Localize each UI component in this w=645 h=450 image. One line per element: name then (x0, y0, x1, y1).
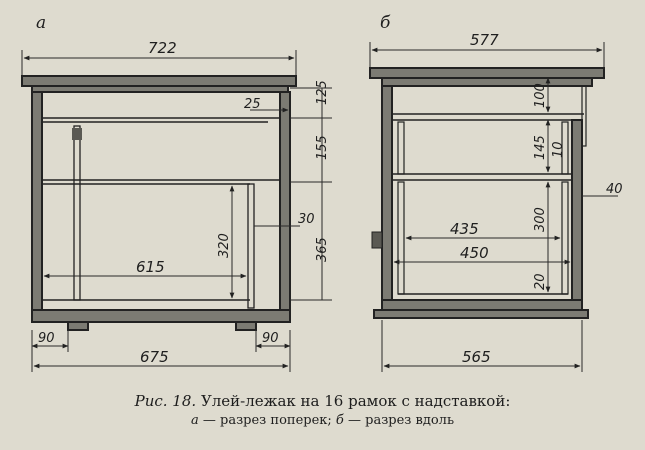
caption-title: Улей-лежак на 16 рамок с надставкой: (200, 392, 511, 410)
caption-sub-b-letter: б (335, 413, 344, 428)
panel-a-roof-inner (31, 85, 289, 93)
caption-legend-line: а — разрез поперек; б — разрез вдоль (0, 413, 645, 428)
svg-text:25: 25 (244, 97, 261, 112)
dim-a-155: 155 (315, 135, 330, 160)
dim-a-365: 365 (315, 237, 330, 262)
dim-b-top-width: 577 (369, 31, 605, 72)
panel-b-roof (369, 67, 605, 79)
figure-caption: Рис. 18. Улей-лежак на 16 рамок с надста… (0, 392, 645, 428)
dim-a-675: 675 (31, 348, 291, 372)
panel-a-left-wall (31, 91, 43, 323)
caption-sub-a-letter: а (190, 413, 199, 428)
dim-a-615: 615 (43, 258, 247, 279)
dim-a-top-width: 722 (21, 39, 297, 80)
panel-b-bottom (381, 299, 583, 311)
dim-b-100: 100 (533, 83, 548, 108)
svg-text:565: 565 (462, 348, 491, 366)
svg-text:435: 435 (450, 220, 479, 238)
svg-text:577: 577 (470, 31, 499, 49)
dim-b-20: 20 (533, 273, 548, 290)
caption-figure-number: Рис. 18. (134, 392, 197, 410)
svg-text:40: 40 (606, 182, 623, 197)
panel-a-leg-right (235, 321, 257, 331)
panel-a-bottom (31, 309, 291, 323)
dim-b-450: 450 (393, 244, 571, 265)
panel-a-leg-left (67, 321, 89, 331)
panel-b-roof-inner (381, 77, 593, 87)
dim-a-722: 722 (148, 39, 177, 57)
dim-b-10: 10 (551, 141, 566, 158)
dim-a-30: 30 (254, 212, 315, 227)
dim-b-145: 145 (533, 135, 548, 160)
dim-a-125: 125 (315, 80, 330, 105)
panel-b-letter: б (380, 13, 391, 33)
svg-text:450: 450 (460, 244, 489, 262)
panel-b-longitudinal-section: б 577 100 (369, 13, 623, 372)
panel-a-cross-section: а 722 (21, 13, 332, 372)
svg-text:615: 615 (136, 258, 165, 276)
caption-sub-b-text: — разрез вдоль (348, 413, 455, 428)
panel-a-letter: а (36, 13, 46, 33)
svg-text:90: 90 (38, 331, 55, 346)
panel-b-left-wall (381, 85, 393, 309)
panel-a-right-wall (279, 91, 291, 323)
panel-b-right-wall (571, 119, 583, 309)
caption-sub-a-text: — разрез поперек; (202, 413, 332, 428)
dim-a-320: 320 (217, 185, 235, 299)
dim-a-25: 25 (244, 97, 289, 113)
panel-b-floor (373, 309, 589, 319)
dim-b-565: 565 (381, 320, 583, 372)
dim-a-90-left: 90 (31, 330, 69, 352)
svg-text:90: 90 (262, 331, 279, 346)
dim-a-90-right: 90 (255, 330, 291, 352)
panel-a-roof (21, 75, 297, 87)
svg-text:30: 30 (298, 212, 315, 227)
svg-text:675: 675 (140, 348, 169, 366)
dim-b-435: 435 (405, 220, 561, 241)
dim-b-40: 40 (582, 182, 623, 197)
dim-b-300: 300 (533, 207, 548, 232)
caption-title-line: Рис. 18. Улей-лежак на 16 рамок с надста… (0, 392, 645, 410)
svg-text:320: 320 (217, 233, 232, 258)
